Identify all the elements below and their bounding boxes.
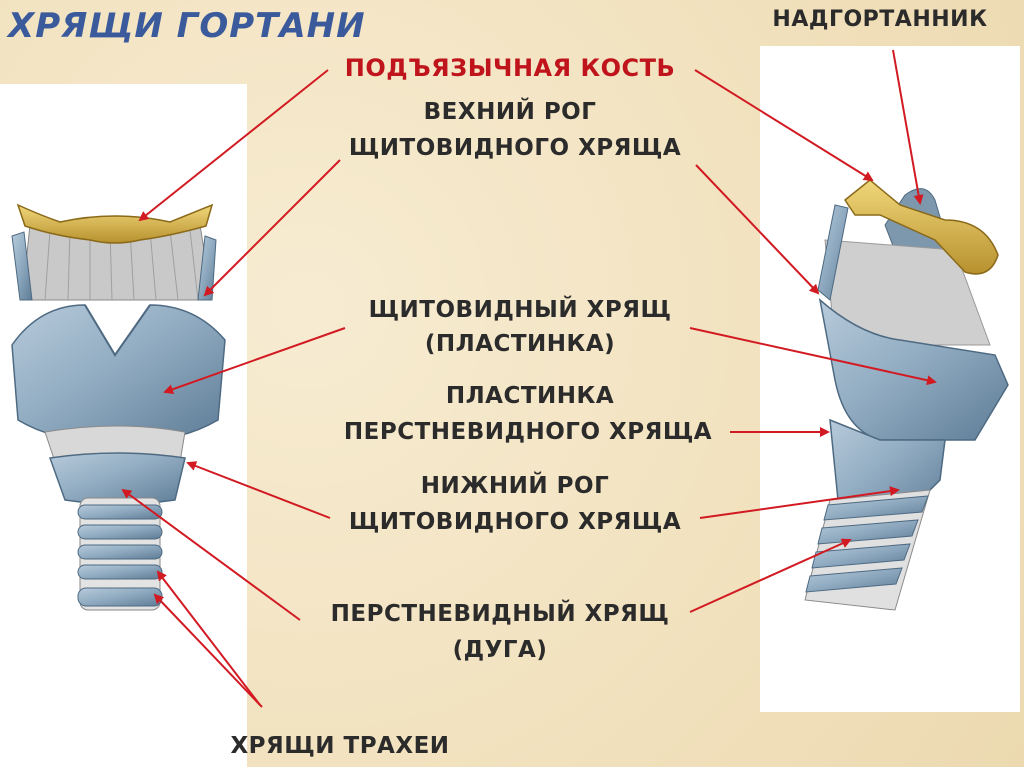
arrow-tracheal-2	[153, 593, 263, 708]
arrow-thyroid-left	[163, 327, 346, 395]
arrow-inferior-horn-left	[186, 461, 331, 519]
pointer-arrows	[121, 49, 937, 708]
thyroid-lamina-lateral	[818, 298, 1009, 441]
arrow-hyoid-left	[138, 69, 329, 222]
superior-horn-left	[11, 231, 33, 301]
label-tracheal-cartilages: ХРЯЩИ ТРАХЕИ	[230, 733, 450, 759]
arrow-thyroid-right	[689, 327, 937, 386]
label-inferior-horn-line2: ЩИТОВИДНОГО ХРЯЩА	[348, 509, 682, 535]
label-cricoid-lamina-line2: ПЕРСТНЕВИДНОГО ХРЯЩА	[343, 419, 713, 445]
arrow-inferior-horn-right	[699, 486, 900, 519]
label-hyoid-bone: ПОДЪЯЗЫЧНАЯ КОСТЬ	[344, 54, 676, 82]
superior-horn-right	[197, 235, 217, 301]
hyoid-bone-lateral	[843, 179, 999, 275]
arrow-superior-horn-right	[695, 164, 820, 295]
hyoid-bone	[16, 203, 214, 244]
label-inferior-horn-line1: НИЖНИЙ РОГ	[420, 473, 610, 499]
cricoid-arch	[48, 452, 186, 505]
arrow-cricoid-arch-left	[121, 488, 301, 621]
arrow-epiglottis	[892, 49, 924, 205]
arrow-cricoid-arch-right	[689, 538, 852, 613]
label-thyroid-line1: ЩИТОВИДНЫЙ ХРЯЩ	[368, 297, 672, 323]
tracheal-rings	[77, 504, 163, 607]
label-thyroid-line2: (ПЛАСТИНКА)	[424, 331, 616, 357]
label-cricoid-arch-line1: ПЕРСТНЕВИДНЫЙ ХРЯЩ	[330, 601, 670, 627]
label-cricoid-lamina-line1: ПЛАСТИНКА	[445, 383, 615, 409]
label-epiglottis: НАДГОРТАННИК	[772, 7, 988, 32]
arrow-tracheal-1	[156, 570, 261, 706]
label-cricoid-arch-line2: (ДУГА)	[452, 637, 548, 663]
thyroid-cartilage	[11, 304, 226, 442]
larynx-lateral-view	[804, 179, 1009, 611]
label-superior-horn-line1: ВЕХНИЙ РОГ	[423, 99, 597, 125]
label-superior-horn-line2: ЩИТОВИДНОГО ХРЯЩА	[348, 135, 682, 161]
page-title: ХРЯЩИ ГОРТАНИ	[8, 6, 366, 46]
larynx-front-view	[11, 203, 226, 611]
arrow-superior-horn-left	[203, 159, 341, 297]
arrow-hyoid-right	[694, 69, 874, 182]
